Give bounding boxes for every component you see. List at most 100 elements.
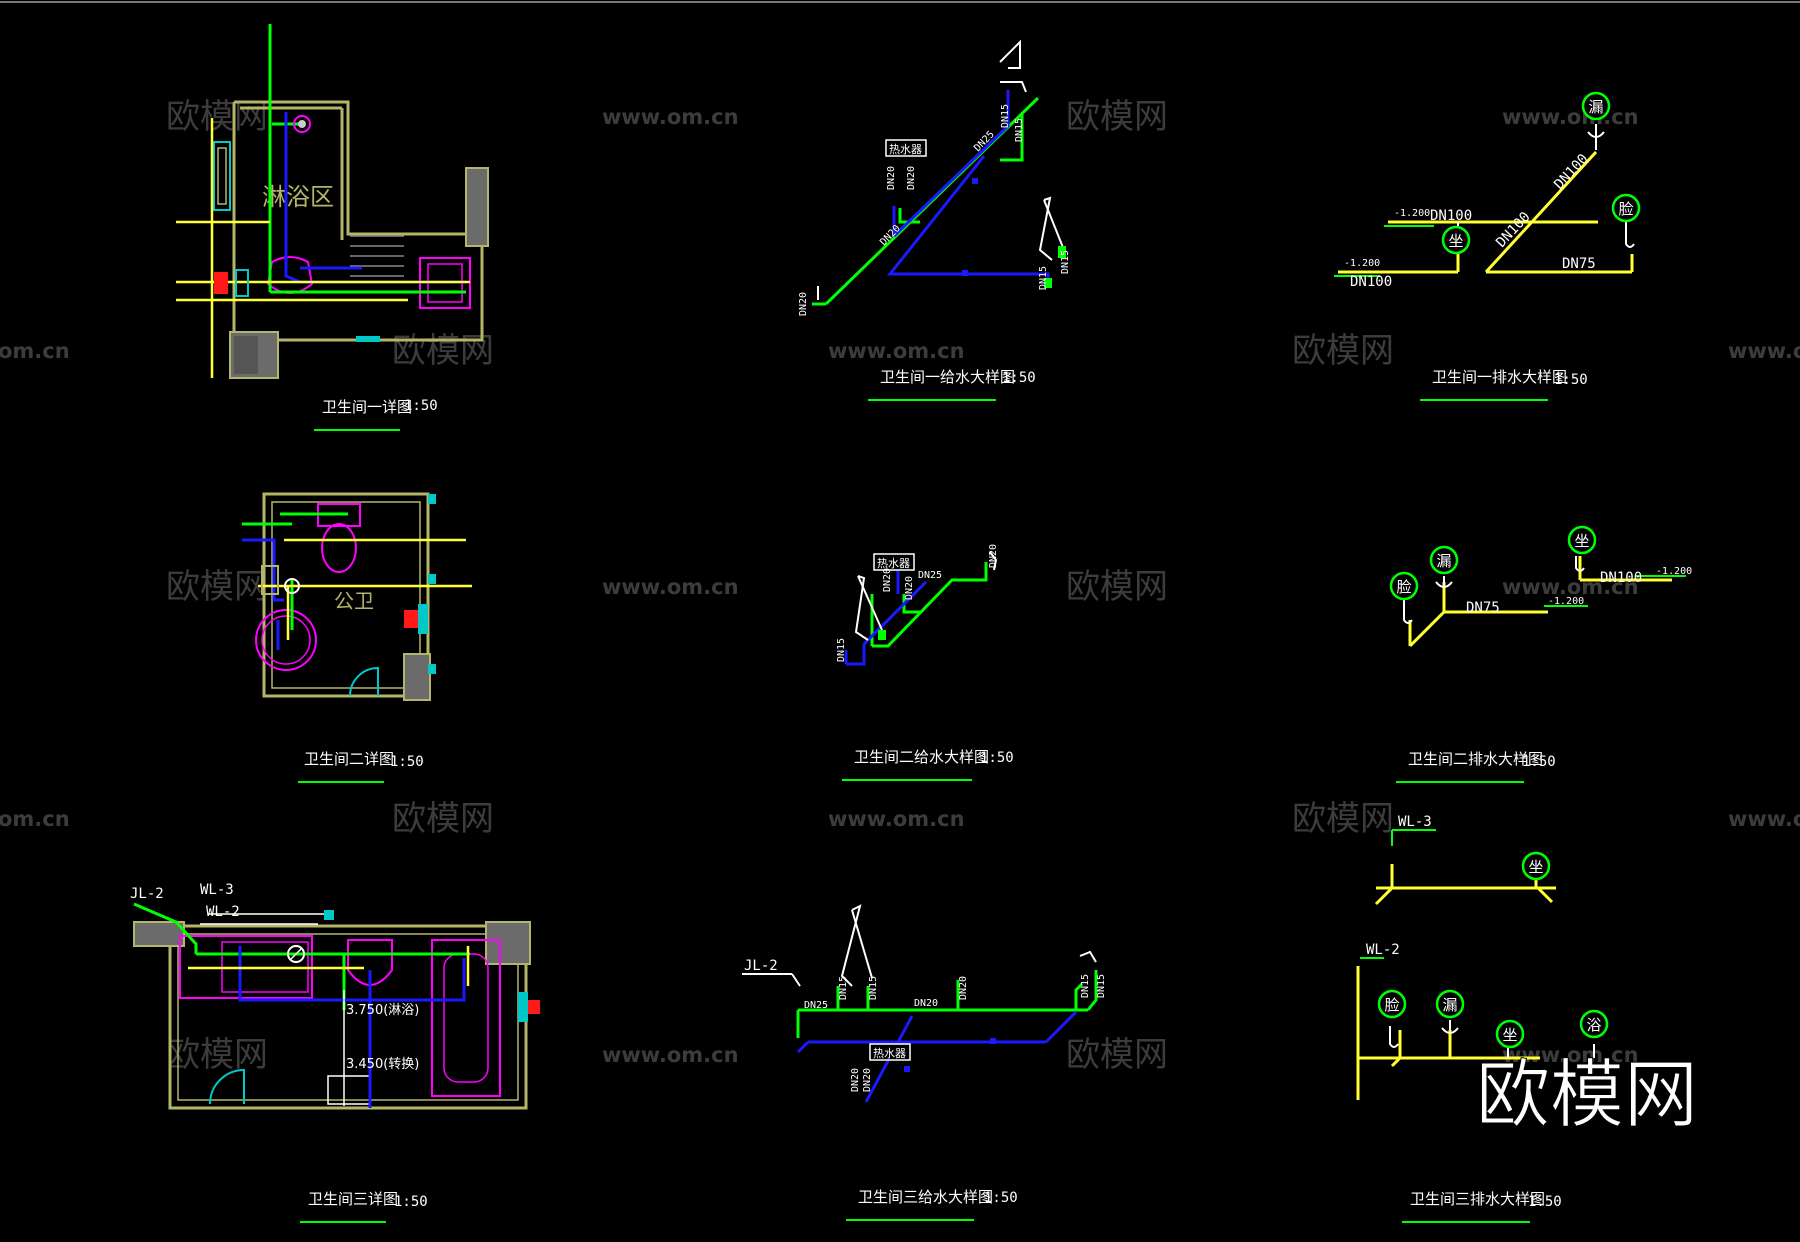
pipe-size-label: DN15 (1096, 974, 1107, 998)
panel-bathroom2-supply: 热水器 DN25 DN20 DN20 DN20 DN15 卫生间二给水大样图 1… (836, 544, 1014, 781)
watermark-cn: 欧模网 (1292, 799, 1394, 839)
svg-text:漏: 漏 (1436, 552, 1451, 570)
elevation-label: -1.200 (1548, 596, 1584, 607)
fixture-tag-basin: 脸 (1611, 193, 1641, 223)
watermark-url: www.om.cn (1502, 1043, 1639, 1067)
fixture-tag-basin: 脸 (1377, 989, 1407, 1019)
pipe-size-label: DN15 (836, 638, 847, 662)
watermark-url: www.om.cn (602, 105, 739, 129)
pipe-size-label: DN75 (1562, 256, 1596, 272)
riser-label: WL-3 (1398, 814, 1432, 830)
watermark-url: www.om.cn (1728, 807, 1800, 831)
pipe-size-label: DN20 (988, 544, 999, 568)
fixture-tag-toilet: 坐 (1441, 225, 1471, 255)
svg-text:浴: 浴 (1586, 1016, 1601, 1034)
drawing-scale: 1:50 (1554, 372, 1588, 388)
pipe-size-label: DN20 (914, 998, 938, 1009)
drawing-title: 卫生间一给水大样图 (880, 368, 1015, 386)
svg-text:脸: 脸 (1618, 200, 1633, 218)
fixture-tag-basin: 脸 (1389, 571, 1419, 601)
elevation-label: -1.200 (1344, 258, 1380, 269)
pipe-size-label: DN20 (882, 568, 893, 592)
drawing-scale: 1:50 (980, 750, 1014, 766)
panel-bathroom3-plan: JL-2 WL-3 WL-2 3.750(淋浴) 3.450(转换) 卫生间三详… (130, 882, 540, 1223)
pipe-size-label: DN15 (868, 976, 879, 1000)
pipe-size-label: DN20 (958, 976, 969, 1000)
pipe-size-label: DN75 (1466, 600, 1500, 616)
watermark-cn: 欧模网 (166, 567, 268, 607)
elevation-label: -1.200 (1394, 208, 1430, 219)
svg-text:漏: 漏 (1442, 996, 1457, 1014)
svg-text:坐: 坐 (1574, 532, 1589, 550)
drawing-scale: 1:50 (404, 398, 438, 414)
riser-label: WL-2 (1366, 942, 1400, 958)
elevation-note: 3.450(转换) (346, 1057, 419, 1072)
fixture-tag-floor-drain: 漏 (1435, 989, 1465, 1019)
panel-bathroom2-drain: 漏 坐 脸 DN100 DN75 -1.200 -1.200 卫生间二排水大样图… (1389, 525, 1692, 783)
fixture-tag-bathtub: 浴 (1579, 1009, 1609, 1039)
fixture-tag-toilet: 坐 (1567, 525, 1597, 555)
drawing-scale: 1:50 (1522, 754, 1556, 770)
svg-text:漏: 漏 (1588, 98, 1603, 116)
elevation-note: 3.750(淋浴) (346, 1003, 419, 1018)
svg-text:坐: 坐 (1502, 1026, 1517, 1044)
svg-text:脸: 脸 (1396, 578, 1411, 596)
watermark-url: www.om.cn (828, 339, 965, 363)
watermark-url: www.om.cn (828, 807, 965, 831)
drawing-title: 卫生间二排水大样图 (1408, 750, 1543, 768)
drawing-title: 卫生间三详图 (308, 1190, 398, 1208)
watermark-cn: 欧模网 (1292, 331, 1394, 371)
fixture-tag-toilet: 坐 (1521, 851, 1551, 881)
pipe-size-label: DN100 (1430, 208, 1472, 224)
watermark-cn: 欧模网 (392, 799, 494, 839)
svg-text:坐: 坐 (1528, 858, 1543, 876)
pipe-size-label: DN20 (904, 576, 915, 600)
water-heater-label: 热水器 (873, 1047, 906, 1060)
watermark-url: www.om.cn (602, 1043, 739, 1067)
drawing-title: 卫生间二给水大样图 (854, 748, 989, 766)
drawing-scale: 1:50 (394, 1194, 428, 1210)
panel-bathroom3-drain: WL-3 WL-2 坐 脸 漏 坐 浴 卫生间三排水大样图 1:50 (1356, 814, 1609, 1223)
elevation-label: -1.200 (1656, 566, 1692, 577)
svg-text:坐: 坐 (1448, 232, 1463, 250)
drawing-title: 卫生间三排水大样图 (1410, 1190, 1545, 1208)
pipe-size-label: DN25 (804, 1000, 828, 1011)
pipe-size-label: DN20 (862, 1068, 873, 1092)
svg-text:脸: 脸 (1384, 996, 1399, 1014)
water-heater-label: 热水器 (877, 557, 910, 570)
riser-label: WL-2 (206, 904, 240, 920)
pipe-size-label: DN20 (906, 166, 917, 190)
fixture-tag-floor-drain: 漏 (1581, 91, 1611, 121)
riser-label: JL-2 (130, 886, 164, 902)
pipe-size-label: DN20 (886, 166, 897, 190)
watermark-url: om.cn (0, 339, 70, 363)
pipe-size-label: DN100 (1350, 274, 1392, 290)
drawing-scale: 1:50 (390, 754, 424, 770)
pipe-size-label: DN100 (1600, 570, 1642, 586)
watermark-cn: 欧模网 (1066, 567, 1168, 607)
panel-bathroom2-plan: 公卫 卫生间二详图 1:50 (242, 492, 472, 783)
watermark-cn: 欧模网 (392, 331, 494, 371)
watermark-cn: 欧模网 (1066, 97, 1168, 137)
watermark-cn: 欧模网 (166, 97, 268, 137)
drawing-title: 卫生间一详图 (322, 398, 412, 416)
fixture-tag-floor-drain: 漏 (1429, 545, 1459, 575)
watermark-layer: 欧模网 www.om.cn 欧模网 www.om.cn om.cn 欧模网 ww… (0, 97, 1800, 1075)
water-heater-label: 热水器 (889, 143, 922, 156)
brand-logo-watermark: 欧模网 (1476, 1052, 1698, 1138)
drawing-scale: 1:50 (1002, 370, 1036, 386)
panel-bathroom1-plan: 淋浴区 卫生间一详图 1:50 (176, 24, 489, 431)
pipe-size-label: DN15 (838, 976, 849, 1000)
riser-label: WL-3 (200, 882, 234, 898)
pipe-size-label: DN15 (1038, 266, 1049, 290)
pipe-size-label: DN25 (918, 570, 942, 581)
drawing-scale: 1:50 (1528, 1194, 1562, 1210)
pipe-size-label: DN15 (1000, 104, 1011, 128)
panel-bathroom3-supply: 热水器 JL-2 DN25 DN15 DN15 DN20 DN20 DN15 D… (742, 904, 1107, 1221)
watermark-url: www.om.cn (1728, 339, 1800, 363)
pipe-size-label: DN20 (798, 292, 809, 316)
fixture-tag-toilet: 坐 (1495, 1019, 1525, 1049)
watermark-cn: 欧模网 (166, 1035, 268, 1075)
